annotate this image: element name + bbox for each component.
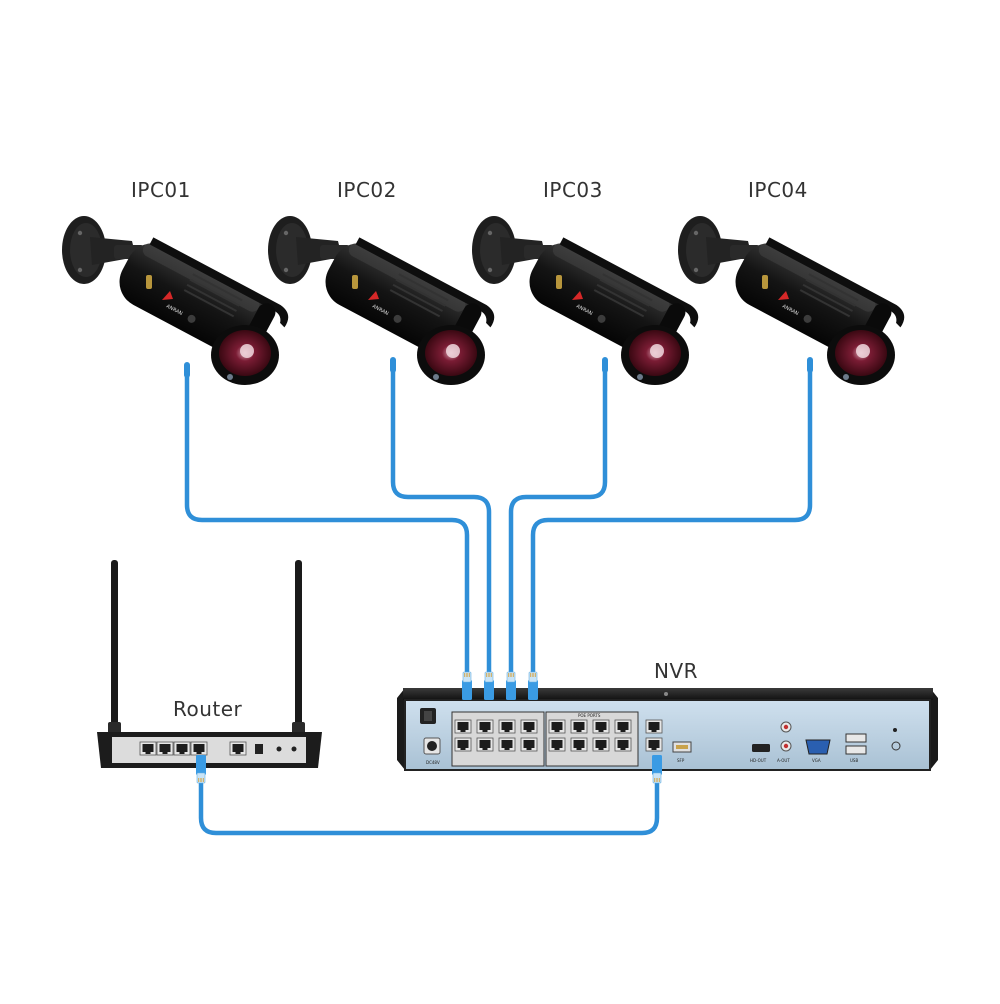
camera-ipc01 <box>61 215 295 386</box>
camera-ipc02 <box>267 215 501 386</box>
camera-label-ipc03: IPC03 <box>543 178 603 202</box>
nvr-vga-label: VGA <box>812 758 821 763</box>
nvr-aout-label: A-OUT <box>777 758 790 763</box>
router <box>97 560 322 768</box>
nvr-usb-label: USB <box>850 758 858 763</box>
poe-ports-label: POE PORTS <box>578 713 601 718</box>
camera-ipc04 <box>677 215 911 386</box>
cable-ipc01 <box>184 362 470 683</box>
camera-label-ipc04: IPC04 <box>748 178 808 202</box>
cable-ipc02 <box>390 357 492 683</box>
camera-label-ipc01: IPC01 <box>131 178 191 202</box>
router-antenna-left <box>111 560 118 740</box>
nvr-label: NVR <box>654 659 699 683</box>
nvr-sfp-label: SFP <box>677 758 685 763</box>
nvr-uplink-port-1 <box>645 719 663 734</box>
nvr: DC48V POE PORTS <box>397 688 938 771</box>
router-antenna-right <box>295 560 302 740</box>
nvr-dc-label: DC48V <box>426 760 440 765</box>
camera-ipc03 <box>471 215 705 386</box>
cables <box>184 357 813 836</box>
nvr-hdout-label: HD-OUT <box>750 758 767 763</box>
nvr-uplink-port-2 <box>645 737 663 752</box>
router-label: Router <box>173 697 243 721</box>
camera-label-ipc02: IPC02 <box>337 178 397 202</box>
cable-ipc03 <box>508 357 608 683</box>
cable-boots <box>184 357 813 378</box>
cable-ipc04 <box>530 357 813 683</box>
cable-router-nvr <box>198 772 660 836</box>
